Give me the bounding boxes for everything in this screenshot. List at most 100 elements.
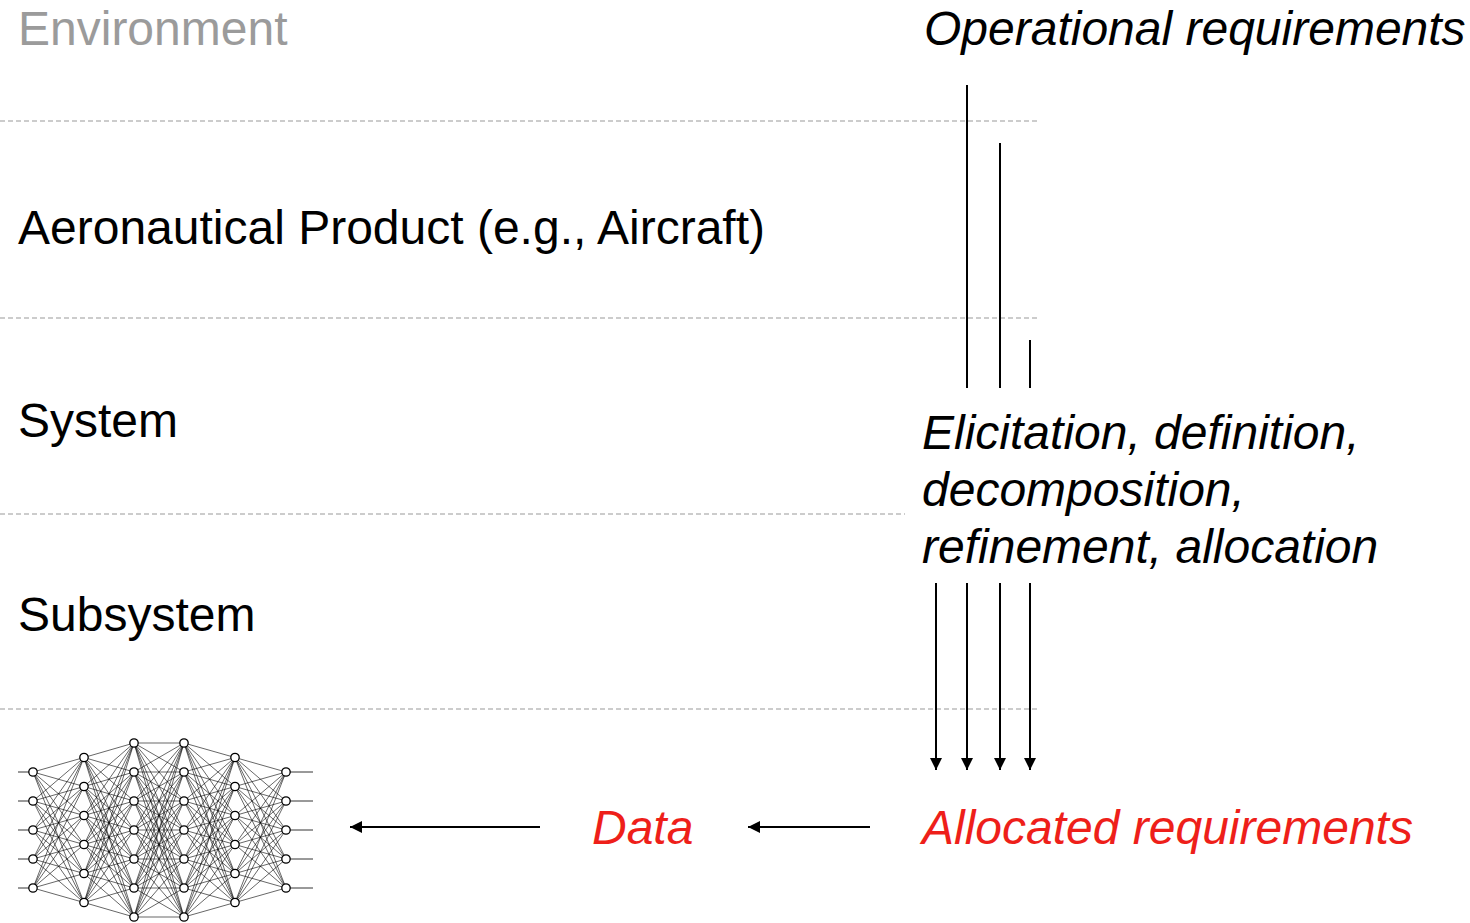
nn-neuron <box>29 768 37 776</box>
nn-weight <box>33 830 84 903</box>
nn-weight <box>134 772 184 917</box>
flow-arrow <box>350 826 540 828</box>
nn-neuron <box>80 869 88 877</box>
nn-neuron <box>282 884 290 892</box>
nn-weight <box>235 758 286 802</box>
nn-weight <box>134 743 184 830</box>
nn-weight <box>134 743 184 801</box>
nn-neuron <box>130 739 138 747</box>
requirements-label: Operational requirements <box>924 0 1466 57</box>
nn-weight <box>184 743 235 903</box>
nn-weight <box>134 830 184 917</box>
nn-weight <box>84 859 134 903</box>
data-label: Data <box>592 799 693 856</box>
nn-weight <box>33 758 84 860</box>
nn-neuron <box>282 768 290 776</box>
nn-weight <box>84 743 134 874</box>
nn-weight <box>184 903 235 918</box>
nn-weight <box>33 816 84 889</box>
nn-neuron <box>130 826 138 834</box>
nn-neuron <box>130 884 138 892</box>
nn-neuron <box>130 855 138 863</box>
nn-neuron <box>180 797 188 805</box>
nn-weight <box>134 743 184 830</box>
flow-arrow <box>748 826 870 828</box>
requirement-line <box>1029 340 1031 388</box>
nn-weight <box>184 743 235 874</box>
nn-neuron <box>282 797 290 805</box>
nn-weight <box>184 758 235 802</box>
requirement-arrow <box>999 583 1001 770</box>
nn-neuron <box>80 898 88 906</box>
nn-weight <box>235 772 286 874</box>
nn-weight <box>33 801 84 903</box>
level-separators <box>0 121 1040 709</box>
nn-weight <box>134 888 184 917</box>
nn-neuron <box>80 782 88 790</box>
nn-weight <box>184 743 235 758</box>
nn-weight <box>134 743 184 744</box>
nn-neuron <box>80 840 88 848</box>
nn-neuron <box>231 811 239 819</box>
nn-weight <box>134 859 184 917</box>
nn-weight <box>235 772 286 816</box>
nn-weight <box>184 758 235 918</box>
requirement-arrow <box>935 583 937 770</box>
nn-weight <box>134 743 184 772</box>
nn-weight <box>235 758 286 831</box>
nn-neuron <box>29 884 37 892</box>
nn-weight <box>184 787 235 918</box>
nn-weight <box>235 758 286 860</box>
nn-neuron <box>130 797 138 805</box>
nn-weight <box>235 888 286 903</box>
nn-weight <box>184 758 235 831</box>
nn-neuron <box>180 826 188 834</box>
nn-weight <box>134 743 184 859</box>
nn-weight <box>84 787 134 918</box>
nn-weight <box>33 758 84 802</box>
nn-neuron <box>180 768 188 776</box>
nn-weight <box>184 743 235 787</box>
nn-neuron <box>130 913 138 921</box>
nn-neuron <box>231 782 239 790</box>
nn-weight <box>235 758 286 889</box>
nn-weight <box>134 859 184 917</box>
nn-weight <box>33 772 84 903</box>
nn-weight <box>134 743 184 772</box>
nn-weight <box>84 801 134 903</box>
nn-weight <box>33 787 84 889</box>
nn-weight <box>84 874 134 918</box>
process-label: Elicitation, definition, decomposition, … <box>922 404 1402 575</box>
nn-weight <box>235 772 286 845</box>
nn-weight <box>184 743 235 816</box>
nn-weight <box>184 758 235 860</box>
nn-weight <box>235 772 286 787</box>
nn-neuron <box>180 855 188 863</box>
requirement-arrow <box>966 583 968 770</box>
nn-weight <box>134 830 184 917</box>
nn-neuron <box>231 898 239 906</box>
nn-weight <box>84 743 134 845</box>
nn-weight <box>235 801 286 903</box>
nn-weight <box>84 743 134 758</box>
nn-weight <box>84 903 134 918</box>
nn-weight <box>134 743 184 801</box>
nn-weight <box>184 743 235 845</box>
requirement-line <box>966 85 968 388</box>
nn-weight <box>84 830 134 903</box>
nn-weight <box>84 816 134 918</box>
nn-neuron <box>231 869 239 877</box>
nn-weight <box>184 758 235 889</box>
level-label: Aeronautical Product (e.g., Aircraft) <box>18 199 765 256</box>
level-label: System <box>18 392 178 449</box>
nn-weight <box>33 888 84 903</box>
requirements-label: Allocated requirements <box>922 799 1413 856</box>
nn-weight <box>134 888 184 917</box>
nn-weight <box>84 758 134 918</box>
requirement-line <box>999 143 1001 388</box>
nn-weight <box>235 772 286 903</box>
nn-neuron <box>80 753 88 761</box>
nn-weight <box>33 859 84 903</box>
